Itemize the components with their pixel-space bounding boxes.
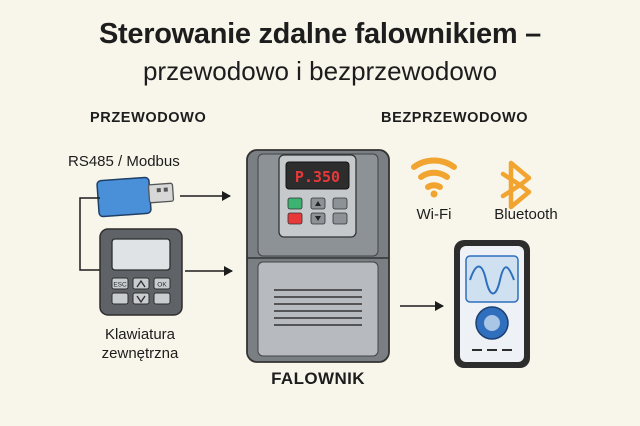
- wireless-heading: BEZPRZEWODOWO: [381, 110, 529, 126]
- keypad-key-esc: ESC: [113, 282, 127, 289]
- external-keypad-icon: ESC OK: [99, 228, 183, 316]
- smartphone-icon: [454, 240, 530, 368]
- page-subtitle: przewodowo i bezprzewodowo: [142, 56, 498, 86]
- down-arrow-key-icon: [136, 295, 146, 304]
- usb-label: RS485 / Modbus: [68, 153, 180, 170]
- inverter-label: FALOWNIK: [271, 369, 365, 388]
- up-key-icon: [315, 201, 321, 206]
- wifi-icon: [411, 157, 457, 198]
- down-key-icon: [315, 216, 321, 221]
- bluetooth-label: Bluetooth: [494, 206, 558, 223]
- keypad-label-line1: Klawiatura: [104, 326, 176, 343]
- run-button-icon: [287, 197, 303, 210]
- up-arrow-key-icon: [136, 279, 146, 288]
- wired-cable-line: [79, 197, 100, 271]
- keypad-key-ok: OK: [157, 282, 167, 289]
- sine-wave-icon: [469, 265, 515, 295]
- stop-button-icon: [287, 212, 303, 225]
- page-title: Sterowanie zdalne falownikiem –: [99, 18, 541, 50]
- keypad-label-line2: zewnętrzna: [101, 345, 179, 362]
- usb-adapter-icon: [96, 176, 175, 218]
- inverter-display-readout: P.350: [295, 168, 340, 186]
- wifi-label: Wi-Fi: [416, 206, 452, 223]
- inverter-icon: P.350: [246, 149, 390, 363]
- wired-heading: PRZEWODOWO: [90, 110, 207, 126]
- bluetooth-icon: [500, 160, 532, 210]
